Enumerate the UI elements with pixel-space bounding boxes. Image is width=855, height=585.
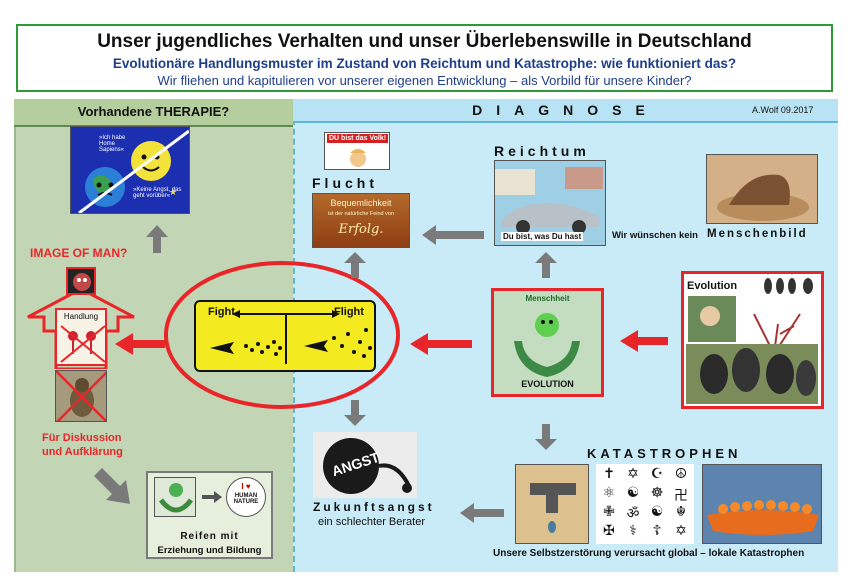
menschheit-small-image [154,477,196,517]
religious-symbol: 卍 [674,488,688,504]
moon-text-1: »Ich habe Home Sapiens« [99,135,126,153]
erfolg-label: Erfolg. [338,222,384,237]
menschenbild-pre-label: Wir wünschen kein [612,230,698,241]
monkey-crossed-image [55,370,107,422]
volk-image: DU bist das Volk! [324,132,390,170]
volk-label: DU bist das Volk! [327,134,389,143]
header-box: Unser jugendliches Verhalten und unser Ü… [16,24,833,92]
love-heart-label: I ♥ [241,482,251,491]
bequemlichkeit-image: Bequemlichkeit ist der natürliche Feind … [312,193,410,248]
arrow-down-menschheit [535,424,557,450]
bequemlichkeit-label: Bequemlichkeit [330,198,392,208]
religious-symbol: ✡ [627,466,639,482]
reifen-label: Reifen mit [180,531,239,542]
du-bist-was-label: Du bist, was Du hast [501,232,584,241]
human-head-image [66,267,96,295]
page-subtitle-2: Wir fliehen und kapitulieren vor unserer… [157,73,692,88]
religious-symbol: ✙ [603,504,615,520]
handlung-box: Handlung [55,308,107,366]
moon-text-2: »Keine Angst, das geht vorüber« [133,187,182,199]
therapy-panel-header [14,99,293,127]
reichtum-image: Du bist, was Du hast [494,160,606,246]
bequemlichkeit-sub: ist der natürliche Feind von [327,211,395,217]
author-label: A.Wolf 09.2017 [752,105,814,115]
arrow-left-katastrophen [460,503,504,523]
menschheit-evolution-box: Menschheit EVOLUTION [491,288,604,397]
head-in-sand-image [706,154,818,224]
flight-label: Flight [334,306,364,318]
religious-symbols-image: ✝ ✡ ☪ ☮ ⚛ ☯ ☸ 卍 ✙ ॐ ☯ ☬ ✠ ⚕ ☦ ✡ [596,464,694,544]
religious-symbol: ✝ [603,466,615,482]
religious-symbol: ✡ [675,523,687,539]
page-subtitle: Evolutionäre Handlungsmuster im Zustand … [112,56,737,71]
refugee-boat-image [702,464,822,544]
moon-earth-image: ★ »Ich habe Home Sapiens« »Keine Angst, … [70,126,190,214]
human-nature-badge: I ♥ HUMAN NATURE [226,477,266,517]
moon-earth-illustration: ★ [71,127,189,213]
katastrophen-label: KATASTROPHEN [587,446,742,461]
arrow-red-to-therapy [115,333,165,355]
page-title: Unser jugendliches Verhalten und unser Ü… [97,31,752,52]
religious-symbol: ☦ [652,523,662,539]
religious-symbol: ॐ [626,506,640,522]
dripping-tap-image [515,464,589,544]
evolution-label: Evolution [687,280,738,292]
arrow-left-reichtum [422,225,484,245]
religious-symbol: ⚕ [629,523,637,539]
arrow-diagonal-therapy [94,468,130,504]
menschheit-label: Menschheit [525,294,570,303]
selbstzerstoerung-label: Unsere Selbstzerstörung verursacht globa… [493,548,805,559]
reifen-label-2: Erziehung und Bildung [157,545,262,556]
reifen-arrow-icon [202,491,222,503]
religious-symbol: ✠ [603,523,615,539]
reifen-box: I ♥ HUMAN NATURE Reifen mit Erziehung un… [146,471,273,559]
evolution-badge-label: EVOLUTION [521,379,574,389]
arrow-up-therapy [146,225,168,253]
religious-symbol: ☸ [650,485,664,501]
angst-image: ANGST [313,432,417,498]
diagnose-panel-header [293,99,838,123]
discussion-label-2: und Aufklärung [42,446,123,458]
religious-symbol: ☯ [626,485,640,501]
religious-symbols-grid: ✝ ✡ ☪ ☮ ⚛ ☯ ☸ 卍 ✙ ॐ ☯ ☬ ✠ ⚕ ☦ ✡ [596,464,694,544]
religious-symbol: ☮ [674,466,688,482]
schlechter-berater-label: ein schlechter Berater [318,516,425,528]
arrow-up-flucht [344,252,366,278]
fight-flight-sign: Fight Flight [194,300,376,372]
evolution-box: Evolution [681,271,824,409]
image-of-man-label: IMAGE OF MAN? [30,246,128,260]
zukunftsangst-label: Zukunftsangst [313,500,435,514]
reichtum-label: Reichtum [494,143,590,159]
arrow-down-fight [344,400,366,426]
discussion-label-1: Für Diskussion [42,432,122,444]
arrow-red-to-menschheit [620,330,668,352]
arrow-up-reichtum [535,252,557,278]
svg-text:★: ★ [169,187,177,197]
fight-flight-ellipse [164,261,400,409]
religious-symbol: ⚛ [602,485,616,501]
religious-symbol: ☬ [676,504,686,520]
human-nature-label: HUMAN NATURE [233,493,259,505]
handlung-label: Handlung [63,312,99,321]
flucht-label: Flucht [312,175,378,191]
therapy-title: Vorhandene THERAPIE? [77,104,230,119]
fight-label: Fight [208,306,235,318]
religious-symbol: ☯ [650,504,664,520]
religious-symbol: ☪ [650,466,664,482]
menschenbild-label: Menschenbild [707,228,808,240]
diagnose-title: DIAGNOSE [472,102,659,118]
arrow-red-to-fight [410,333,472,355]
